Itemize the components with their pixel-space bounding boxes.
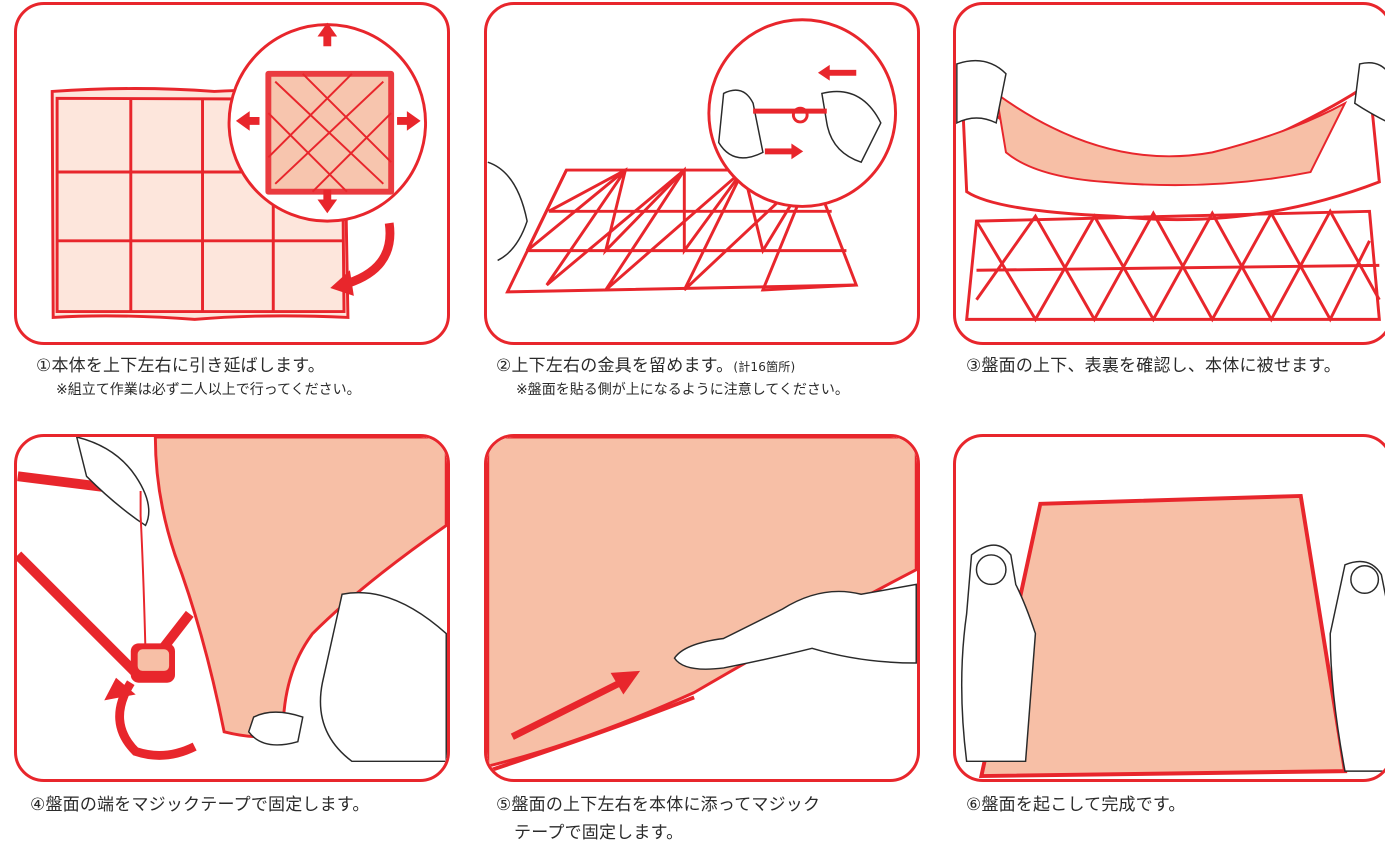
step-1-note: ※組立て作業は必ず二人以上で行ってください。	[56, 382, 361, 398]
step-2-caption-suffix: (計16箇所)	[733, 360, 796, 374]
velcro-along-illustration	[487, 437, 917, 774]
step-2-caption: ②上下左右の金具を留めます。(計16箇所)	[496, 355, 795, 378]
step-5-panel	[484, 434, 920, 782]
step-3-panel	[953, 2, 1385, 345]
step-5-caption: ⑤盤面の上下左右を本体に添ってマジック	[496, 795, 821, 815]
step-1-caption: ①本体を上下左右に引き延ばします。	[36, 356, 325, 376]
step-5-caption-line2: テープで固定します。	[514, 823, 684, 843]
cover-panel-illustration	[956, 59, 1385, 323]
step-6-caption: ⑥盤面を起こして完成です。	[966, 795, 1186, 815]
step-2-panel	[484, 2, 920, 345]
step-2-caption-main: ②上下左右の金具を留めます。	[496, 356, 734, 376]
velcro-fix-illustration	[17, 437, 447, 763]
step-2-note: ※盤面を貼る側が上になるように注意してください。	[516, 382, 849, 398]
step-4-caption: ④盤面の端をマジックテープで固定します。	[30, 795, 370, 815]
step-1-panel	[14, 2, 450, 345]
frame-hooks-illustration	[487, 18, 898, 294]
step-6-panel	[953, 434, 1385, 782]
raise-panel-illustration	[960, 493, 1385, 779]
frame-expand-illustration	[50, 22, 428, 321]
step-3-caption: ③盤面の上下、表裏を確認し、本体に被せます。	[966, 356, 1341, 376]
step-4-panel	[14, 434, 450, 782]
